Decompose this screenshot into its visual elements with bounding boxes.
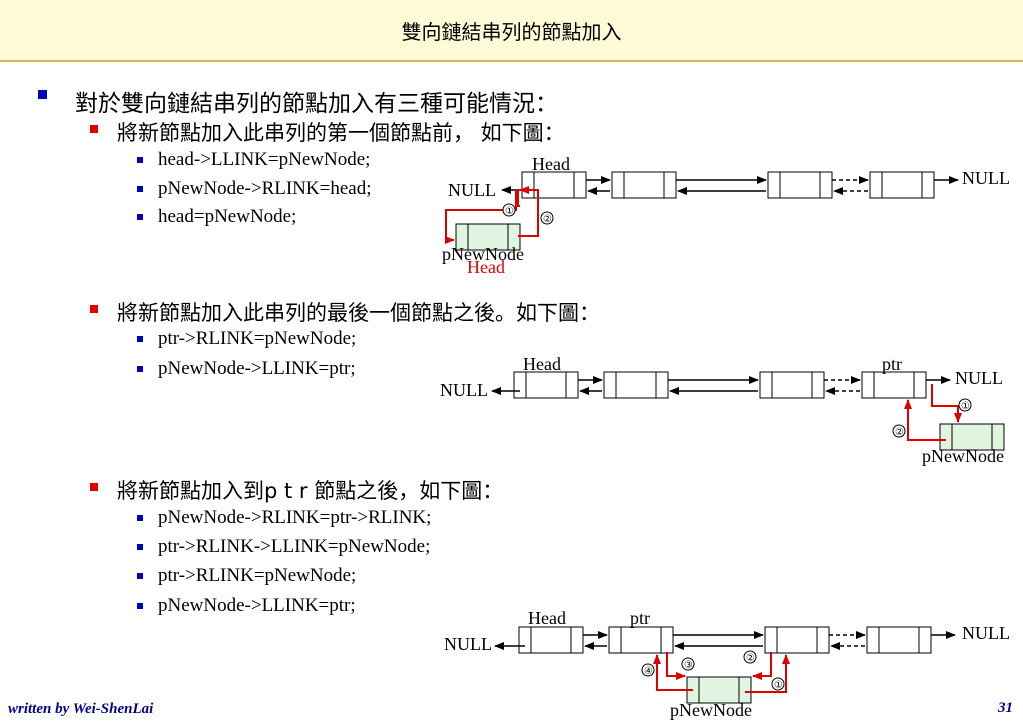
svg-text:②: ② — [746, 653, 755, 664]
section-3-code-2: ptr->RLINK->LLINK=pNewNode; — [137, 536, 430, 558]
section-1-heading: 將新節點加入此串列的第一個節點前， 如下圖： — [90, 117, 565, 147]
svg-text:②: ② — [543, 214, 552, 225]
section-2-heading: 將新節點加入此串列的最後一個節點之後。如下圖： — [90, 297, 600, 327]
d2-pnewnode-label: pNewNode — [922, 446, 1004, 466]
d2-null-right: NULL — [955, 368, 1003, 388]
diagram-1: ① ② Head NULL NULL pNewNode Head — [442, 154, 1010, 277]
section-1-code-1: head->LLINK=pNewNode; — [137, 149, 370, 171]
bullet-marker — [38, 90, 47, 99]
d1-head-label: Head — [532, 154, 570, 174]
intro-bullet: 對於雙向鏈結串列的節點加入有三種可能情況： — [38, 84, 558, 118]
d3-pnewnode-label: pNewNode — [670, 700, 752, 720]
d2-null-left: NULL — [440, 380, 488, 400]
d3-head-label: Head — [528, 608, 566, 628]
section-3-code-1: pNewNode->RLINK=ptr->RLINK; — [137, 507, 431, 529]
title-bar — [0, 0, 1023, 60]
section-1-code-3: head=pNewNode; — [137, 206, 296, 228]
title-rule — [0, 60, 1023, 62]
bullet-marker — [90, 125, 98, 133]
diagram-2: ① ② Head ptr NULL NULL pNewNode — [440, 354, 1005, 466]
svg-text:④: ④ — [644, 666, 653, 677]
section-2-code-1: ptr->RLINK=pNewNode; — [137, 328, 356, 350]
d3-null-left: NULL — [444, 634, 492, 654]
d2-ptr-label: ptr — [882, 354, 902, 374]
d1-new-head-label: Head — [467, 257, 505, 277]
bullet-marker — [90, 305, 98, 313]
svg-text:②: ② — [895, 427, 904, 438]
svg-text:①: ① — [774, 680, 783, 691]
d1-null-right: NULL — [962, 168, 1010, 188]
page-number: 31 — [998, 700, 1013, 716]
footer-author: written by Wei-ShenLai — [8, 701, 154, 717]
d3-ptr-label: ptr — [630, 608, 650, 628]
section-3-code-4: pNewNode->LLINK=ptr; — [137, 595, 356, 617]
d1-null-left: NULL — [448, 180, 496, 200]
svg-text:③: ③ — [684, 660, 693, 671]
d1-pnewnode-label: pNewNode — [442, 244, 524, 264]
bullet-marker — [90, 483, 98, 491]
svg-text:①: ① — [505, 206, 514, 217]
d2-head-label: Head — [523, 354, 561, 374]
section-3-heading: 將新節點加入到p t r 節點之後，如下圖： — [90, 475, 503, 505]
section-2-code-2: pNewNode->LLINK=ptr; — [137, 358, 356, 380]
section-3-code-3: ptr->RLINK=pNewNode; — [137, 565, 356, 587]
d3-null-right: NULL — [962, 623, 1010, 643]
slide-title: 雙向鏈結串列的節點加入 — [401, 20, 622, 44]
diagram-3: ① ② ③ ④ Head ptr NULL NULL pNewNode — [444, 608, 1010, 720]
svg-text:①: ① — [961, 401, 970, 412]
section-1-code-2: pNewNode->RLINK=head; — [137, 178, 371, 200]
